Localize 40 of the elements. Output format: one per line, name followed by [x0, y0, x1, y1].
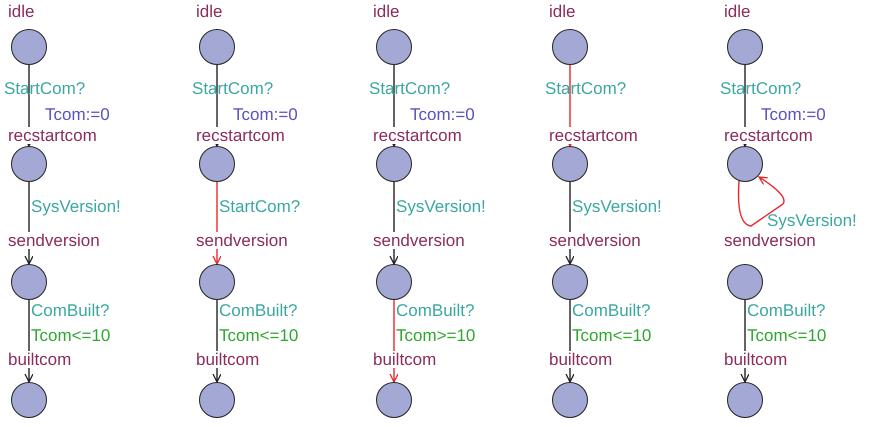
edge-label: SysVersion! — [767, 212, 857, 229]
edge-label: StartCom? — [219, 198, 300, 215]
edge-label: ComBuilt? — [219, 302, 298, 319]
edge-label: SysVersion! — [396, 198, 486, 215]
guard-label: Tcom<=10 — [31, 327, 110, 344]
state-name: builtcom — [548, 351, 614, 368]
state-name: idle — [195, 3, 224, 20]
state-name: recstartcom — [195, 127, 286, 144]
edge-label: SysVersion! — [572, 198, 662, 215]
guard-label: Tcom>=10 — [396, 327, 476, 344]
transition-arrow — [738, 176, 785, 227]
edge-label: ComBuilt? — [747, 302, 826, 319]
update-label: Tcom:=0 — [410, 106, 475, 123]
guard-label: Tcom<=10 — [747, 327, 826, 344]
state-name: sendversion — [723, 232, 817, 249]
state-name: builtcom — [195, 351, 260, 368]
state-name: sendversion — [195, 232, 289, 249]
state-name: builtcom — [723, 351, 788, 368]
edge-label: ComBuilt? — [572, 302, 650, 319]
state-name: recstartcom — [548, 127, 639, 144]
state-name: idle — [548, 3, 576, 20]
update-label: Tcom:=0 — [45, 106, 110, 123]
state-name: sendversion — [548, 232, 642, 249]
edge-label: ComBuilt? — [396, 302, 474, 319]
state-name: idle — [723, 3, 752, 20]
update-label: Tcom:=0 — [761, 106, 826, 123]
state-name: recstartcom — [723, 127, 814, 144]
guard-label: Tcom<=10 — [219, 327, 298, 344]
guard-label: Tcom<=10 — [572, 327, 652, 344]
state-name: recstartcom — [372, 127, 463, 144]
state-name: idle — [372, 3, 400, 20]
state-name: sendversion — [372, 232, 466, 249]
state-name: builtcom — [7, 351, 72, 368]
state-name: builtcom — [372, 351, 438, 368]
state-name: recstartcom — [7, 127, 98, 144]
state-name: sendversion — [7, 232, 101, 249]
update-label: Tcom:=0 — [233, 106, 298, 123]
edge-label: ComBuilt? — [31, 302, 110, 319]
edge-label: SysVersion! — [31, 198, 121, 215]
state-name: idle — [7, 3, 36, 20]
